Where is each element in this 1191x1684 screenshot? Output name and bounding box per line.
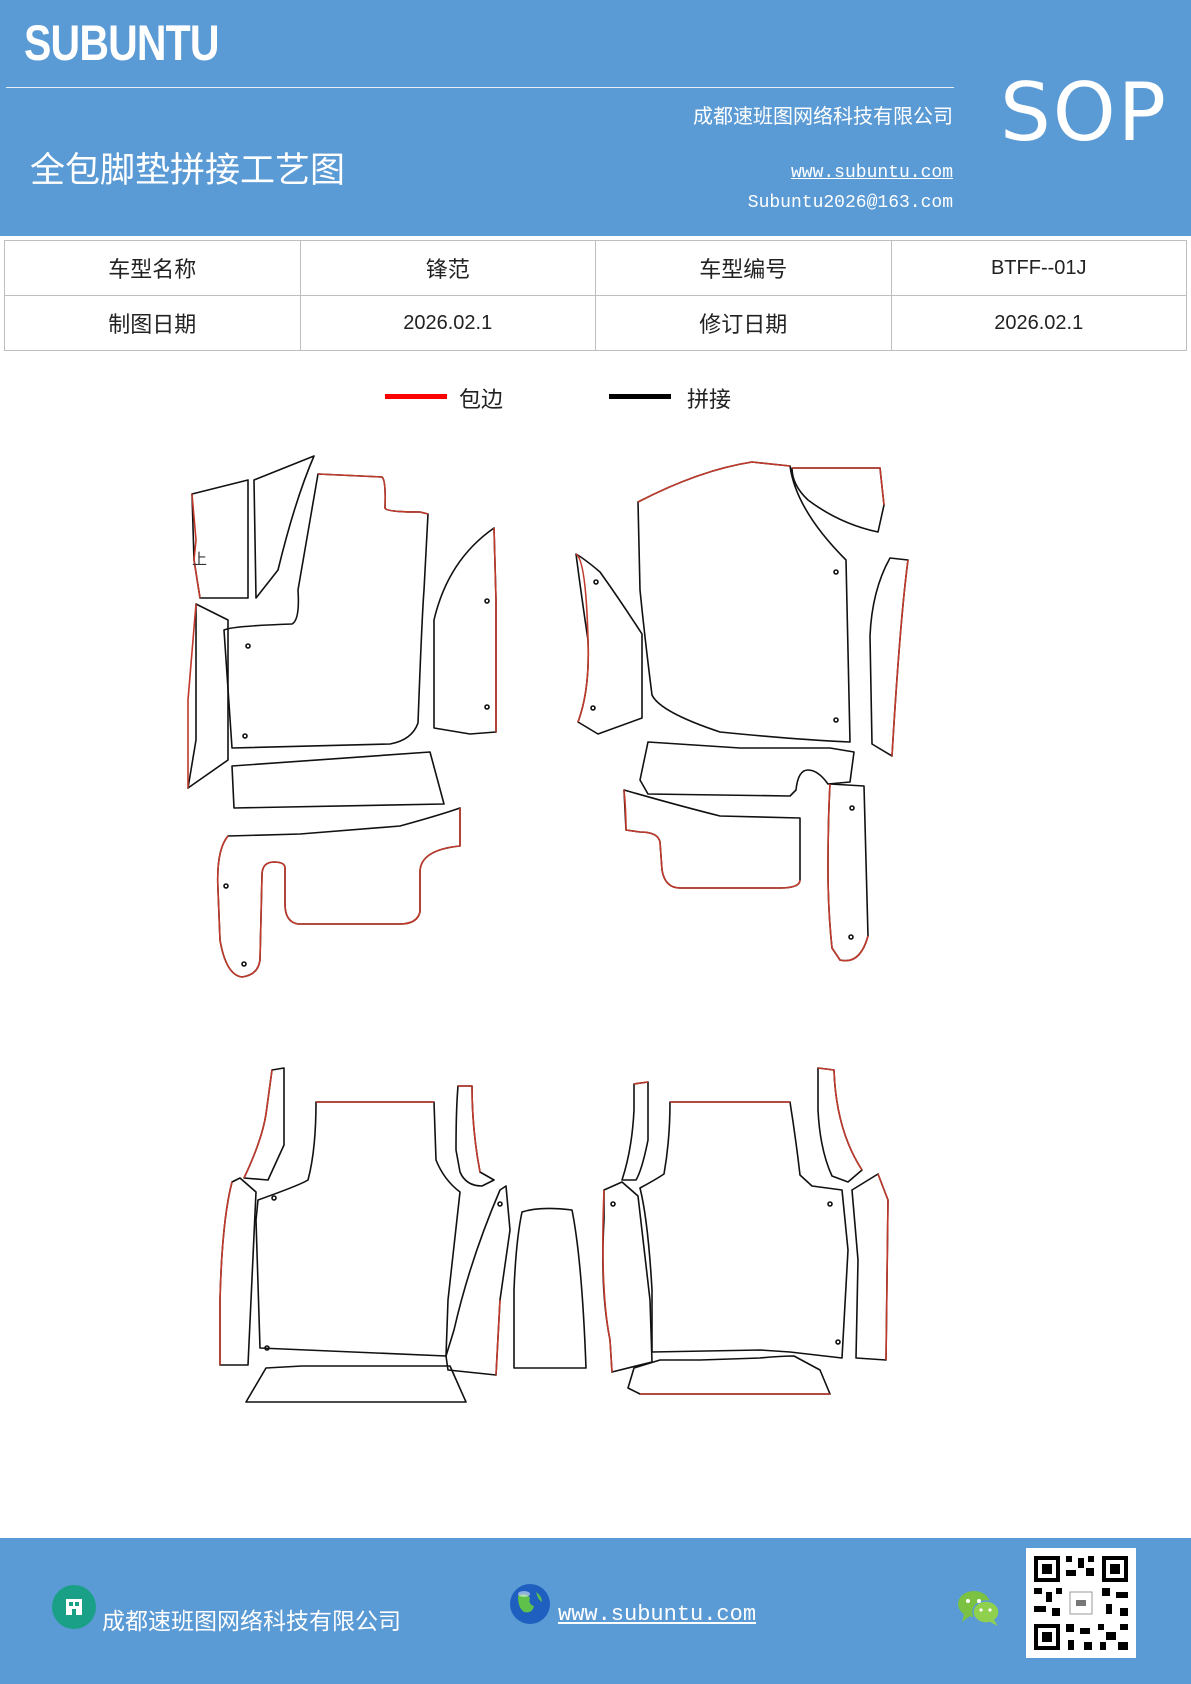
table-row: 制图日期 2026.02.1 修订日期 2026.02.1 bbox=[4, 295, 1187, 351]
legend-swatch-edge bbox=[385, 394, 447, 399]
table-row: 车型名称 锋范 车型编号 BTFF--01J bbox=[4, 240, 1187, 296]
page-footer: 成都速班图网络科技有限公司 www.subuntu.com bbox=[0, 1538, 1191, 1684]
table-cell: 2026.02.1 bbox=[890, 295, 1187, 351]
building-icon bbox=[52, 1585, 96, 1629]
table-cell: 2026.02.1 bbox=[299, 295, 596, 351]
footer-company: 成都速班图网络科技有限公司 bbox=[102, 1609, 401, 1635]
page-header: SUBUNTU 成都速班图网络科技有限公司 全包脚垫拼接工艺图 www.subu… bbox=[0, 0, 1191, 236]
legend-swatch-seam bbox=[609, 394, 671, 399]
table-cell: 锋范 bbox=[299, 240, 596, 296]
globe-icon bbox=[508, 1582, 552, 1626]
company-name: 成都速班图网络科技有限公司 bbox=[693, 104, 953, 128]
orientation-marker: 上 bbox=[192, 550, 207, 568]
legend-label-edge: 包边 bbox=[459, 388, 504, 413]
header-divider bbox=[6, 87, 954, 88]
table-cell: 车型编号 bbox=[595, 240, 892, 296]
vehicle-info-table: 车型名称 锋范 车型编号 BTFF--01J 制图日期 2026.02.1 修订… bbox=[4, 240, 1187, 351]
table-cell: 修订日期 bbox=[595, 295, 892, 351]
legend: 包边 拼接 bbox=[0, 382, 1191, 422]
wechat-icon[interactable] bbox=[956, 1588, 1002, 1628]
table-cell: BTFF--01J bbox=[890, 240, 1187, 296]
page-title: 全包脚垫拼接工艺图 bbox=[30, 151, 346, 191]
legend-label-seam: 拼接 bbox=[687, 388, 732, 413]
qr-code bbox=[1026, 1548, 1136, 1658]
footer-website-link[interactable]: www.subuntu.com bbox=[558, 1602, 757, 1627]
floor-mat-diagram: 上 bbox=[187, 455, 909, 1403]
table-cell: 车型名称 bbox=[4, 240, 301, 296]
brand-logo: SUBUNTU bbox=[24, 15, 220, 71]
website-link[interactable]: www.subuntu.com bbox=[790, 163, 953, 183]
email-address: Subuntu2026@163.com bbox=[747, 193, 953, 213]
sop-badge: SOP bbox=[1000, 66, 1168, 159]
table-cell: 制图日期 bbox=[4, 295, 301, 351]
